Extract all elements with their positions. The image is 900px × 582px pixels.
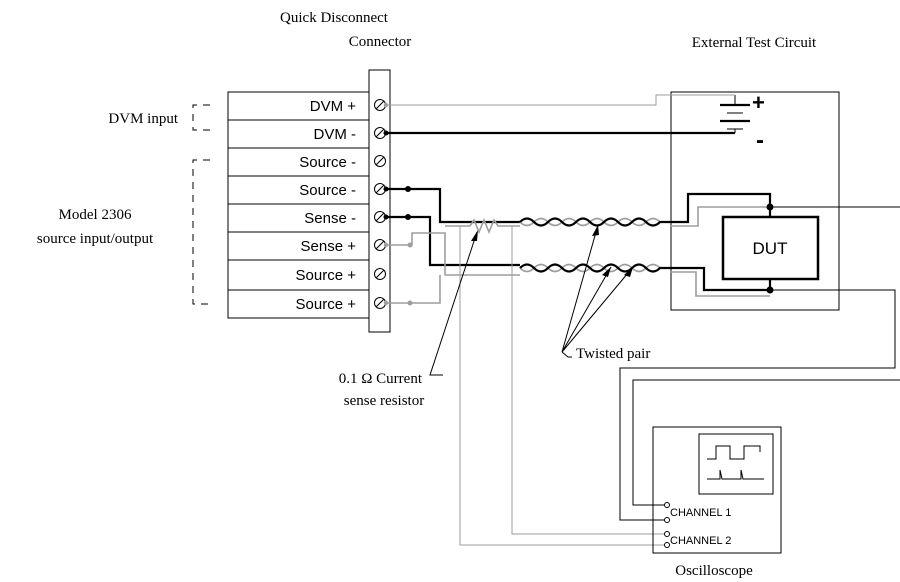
quick-disconnect-connector	[368, 69, 391, 333]
pulse-wave-icon	[707, 469, 764, 480]
twisted-pair-tick	[561, 351, 572, 358]
arrowhead-icon	[592, 225, 599, 236]
battery-minus-sign: -	[756, 127, 764, 154]
battery-icon	[720, 95, 750, 133]
arrowhead-icon	[602, 267, 611, 277]
resistor-label-line-1: 0.1 Ω Current	[339, 371, 423, 387]
screw-icon	[374, 155, 386, 167]
arrowhead-icon	[471, 230, 478, 241]
model-label-line-2: source input/output	[37, 231, 154, 247]
terminal-dot	[383, 214, 389, 220]
battery-plus-sign: +	[752, 90, 765, 115]
dut-bottom-wire	[670, 266, 770, 292]
channel-2-jack-icon	[664, 542, 670, 548]
dvm-plus-wire	[386, 94, 735, 106]
dut-bottom-sense-wire	[670, 271, 770, 297]
junction-dot	[405, 186, 411, 192]
channel-1-signal-wire	[632, 206, 900, 506]
model-label-line-1: Model 2306	[59, 207, 132, 223]
twisted-pair-lower-black	[519, 263, 670, 273]
dut-top-sense-wire	[670, 206, 770, 227]
terminal-label: DVM -	[314, 126, 357, 143]
external-test-circuit-box	[670, 91, 840, 311]
source-minus-wire	[386, 187, 520, 224]
junction-dot	[407, 300, 413, 306]
arrowhead-icon	[624, 267, 633, 277]
terminal-label: Source -	[299, 154, 356, 171]
screw-icon	[374, 268, 386, 280]
terminal-label: Source +	[296, 296, 357, 313]
oscilloscope-box	[652, 426, 782, 554]
sense-plus-wire	[386, 232, 446, 246]
twisted-pair-upper-black	[519, 217, 670, 227]
terminal-dot	[383, 102, 389, 108]
junction-dot	[405, 214, 411, 220]
channel-2-probe-wire	[459, 226, 664, 546]
terminal-label: Sense -	[304, 210, 356, 227]
channel-2-jack-icon	[664, 531, 670, 537]
channel-2-signal-wire	[619, 289, 896, 521]
resistor-label-line-2: sense resistor	[344, 393, 424, 409]
twisted-pair-pointer	[561, 224, 634, 353]
external-circuit-title: External Test Circuit	[692, 35, 817, 51]
dvm-input-bracket	[192, 104, 210, 131]
terminal-dot	[383, 300, 389, 306]
twisted-pair-label: Twisted pair	[576, 346, 650, 362]
connector-title-line-2: Connector	[349, 34, 411, 50]
terminal-dot	[383, 242, 389, 248]
square-wave-icon	[707, 445, 761, 460]
channel-1-jack-icon	[664, 517, 670, 523]
channel-1-probe-wire	[511, 226, 664, 535]
oscilloscope-screen	[698, 433, 774, 495]
dvm-input-label: DVM input	[108, 111, 178, 127]
channel-1-jack-icon	[664, 502, 670, 508]
junction-dot	[407, 242, 413, 248]
terminal-label: Source -	[299, 182, 356, 199]
dut-top-wire	[670, 192, 772, 224]
terminal-label: DVM +	[310, 98, 357, 115]
model-bracket	[192, 159, 210, 305]
terminal-dot	[383, 130, 389, 136]
screw-terminals	[374, 99, 386, 309]
current-sense-resistor	[469, 217, 500, 235]
dut-label: DUT	[753, 239, 788, 258]
channel-2-label: CHANNEL 2	[670, 535, 731, 547]
channel-1-label: CHANNEL 1	[670, 507, 731, 519]
oscilloscope-label: Oscilloscope	[675, 563, 753, 579]
source-plus-wire	[386, 275, 441, 304]
resistor-pointer	[429, 231, 478, 376]
terminal-label: Sense +	[301, 238, 357, 255]
gray-loop-wire	[444, 240, 520, 276]
terminal-dot	[383, 186, 389, 192]
connector-title-line-1: Quick Disconnect	[280, 10, 389, 26]
sense-minus-wire	[386, 215, 520, 267]
terminal-label: Source +	[296, 267, 357, 284]
